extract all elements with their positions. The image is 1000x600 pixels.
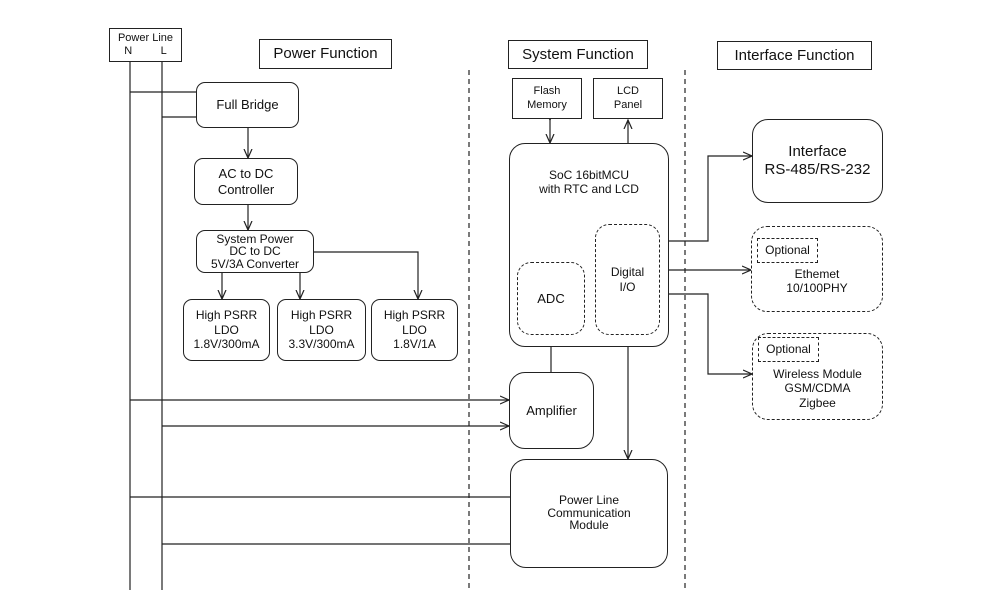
- ethernet-label: Ethemet 10/100PHY: [786, 267, 848, 296]
- ethernet-optional-tag: Optional: [757, 238, 818, 263]
- ldo-1v8-300ma-block: High PSRR LDO 1.8V/300mA: [183, 299, 270, 361]
- power-line-label-box: Power Line N L: [109, 28, 182, 62]
- section-title-power: Power Function: [259, 39, 392, 69]
- ac-dc-controller-block: AC to DC Controller: [194, 158, 298, 205]
- terminal-l-label: L: [160, 45, 167, 57]
- digital-io-block: Digital I/O: [595, 224, 660, 335]
- interface-rs485-rs232-block: Interface RS-485/RS-232: [752, 119, 883, 203]
- plc-module-block: Power Line Communication Module: [510, 459, 668, 568]
- ldo-3v3-300ma-block: High PSRR LDO 3.3V/300mA: [277, 299, 366, 361]
- system-power-converter-block: System Power DC to DC 5V/3A Converter: [196, 230, 314, 273]
- section-title-system: System Function: [508, 40, 648, 69]
- terminal-n-label: N: [124, 45, 133, 57]
- soc-mcu-label: SoC 16bitMCU with RTC and LCD: [539, 168, 639, 197]
- power-line-terminals: N L: [110, 45, 181, 58]
- adc-block: ADC: [517, 262, 585, 335]
- arrow-dio-interface: [660, 156, 752, 241]
- ldo-1v8-1a-block: High PSRR LDO 1.8V/1A: [371, 299, 458, 361]
- lcd-panel-block: LCD Panel: [593, 78, 663, 119]
- flash-memory-block: Flash Memory: [512, 78, 582, 119]
- wireless-optional-tag: Optional: [758, 337, 819, 362]
- wireless-module-label: Wireless Module GSM/CDMA Zigbee: [773, 367, 862, 410]
- arrow-syspower-ldo3: [314, 251, 418, 299]
- full-bridge-block: Full Bridge: [196, 82, 299, 128]
- arrow-dio-wireless: [660, 294, 752, 374]
- section-title-interface: Interface Function: [717, 41, 872, 70]
- amplifier-block: Amplifier: [509, 372, 594, 449]
- power-line-label: Power Line: [117, 31, 174, 44]
